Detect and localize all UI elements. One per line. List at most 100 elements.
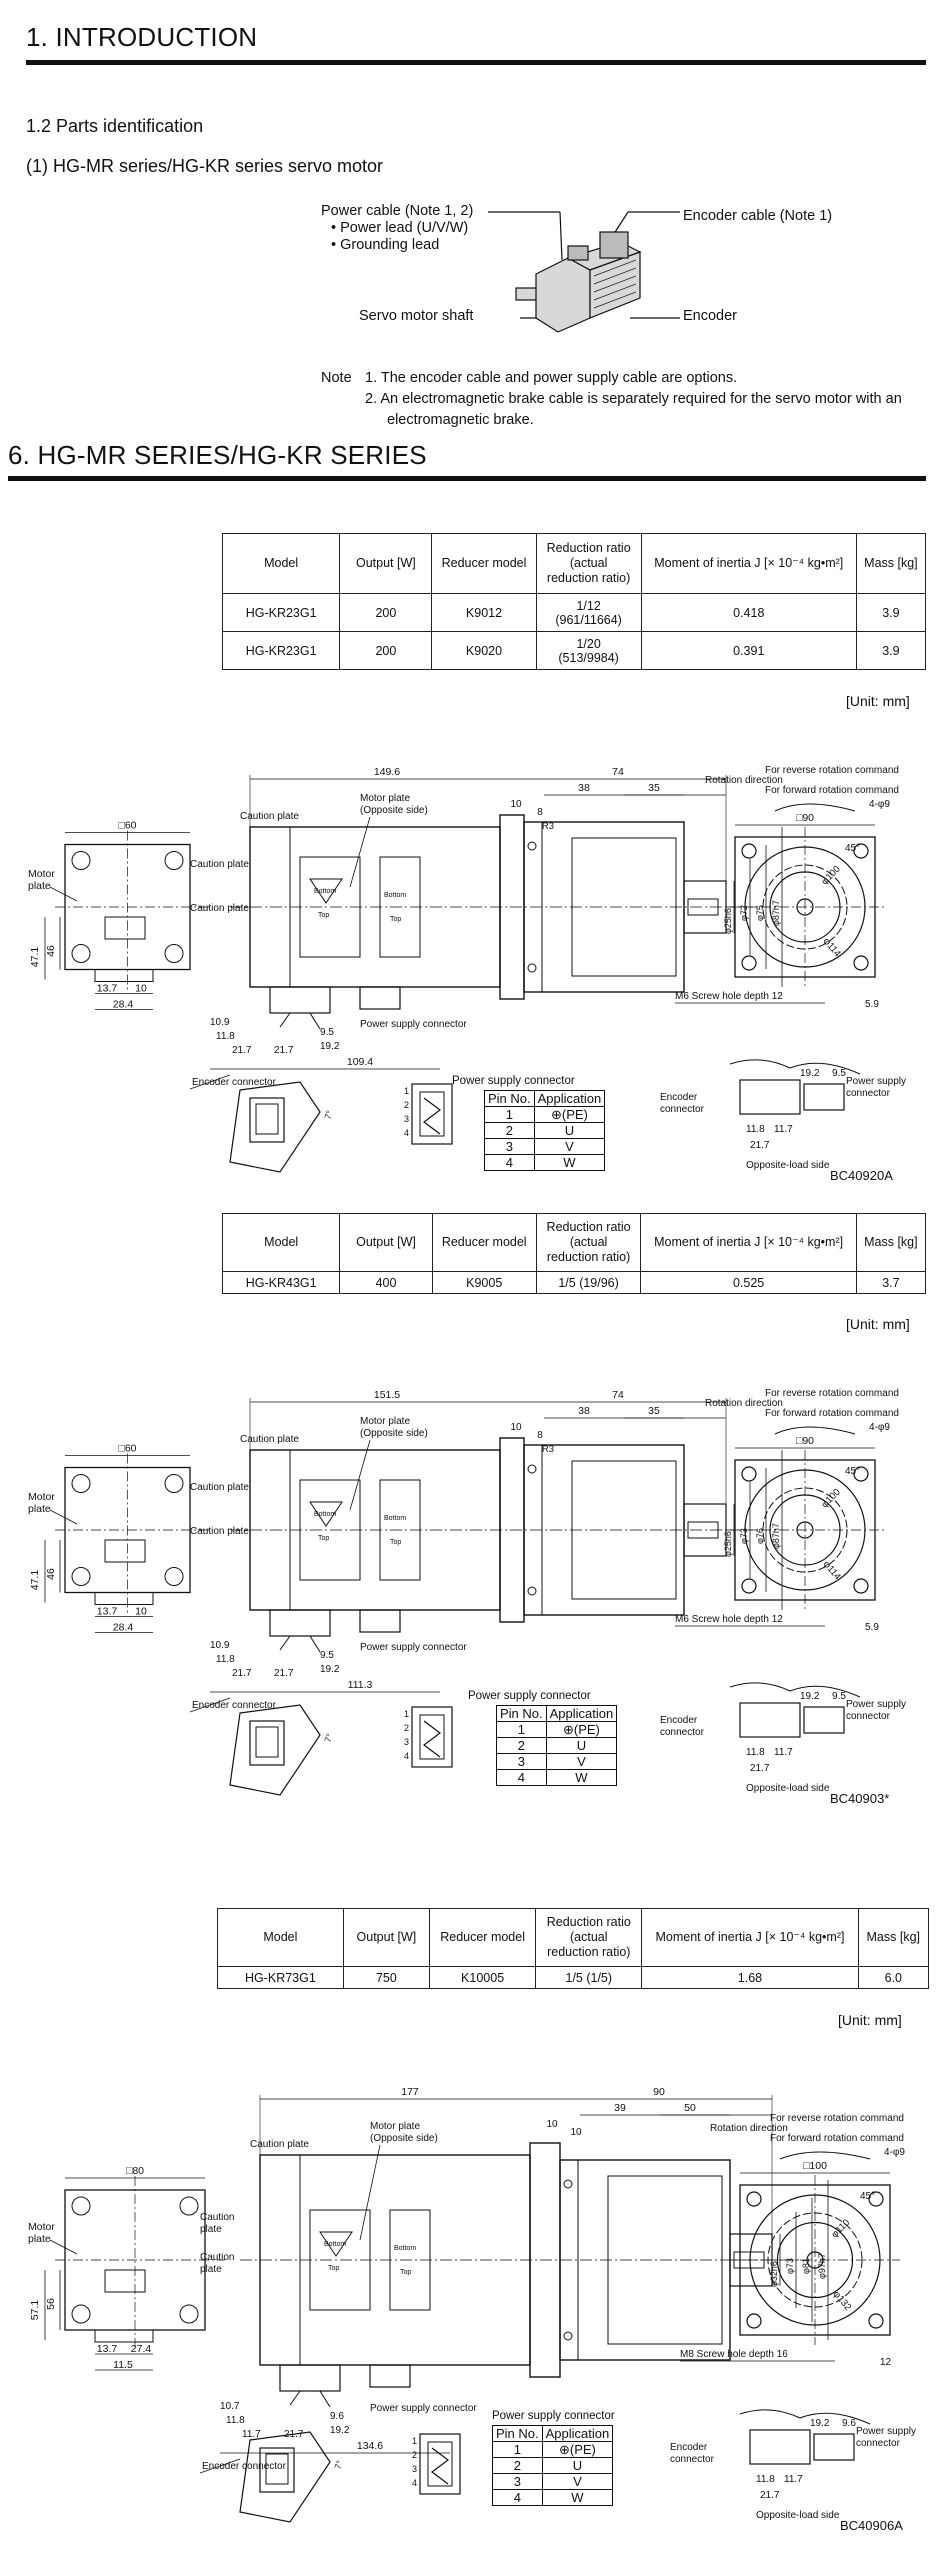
- drawing-outline: [255, 1103, 279, 1135]
- pin-number: 3: [412, 2464, 417, 2474]
- dim-shaft2: φ73: [785, 2258, 795, 2274]
- app-cell: V: [533, 1138, 606, 1155]
- table-row: 1⊕(PE): [496, 1721, 618, 1738]
- label-caution-plate-left2: Caution: [200, 2252, 234, 2263]
- dim-r3: R3: [542, 821, 554, 832]
- dim-117: 11.7: [774, 1747, 793, 1758]
- app-cell: U: [545, 1737, 618, 1754]
- label-caution-plate-left: Caution: [200, 2212, 234, 2223]
- label-encoder: Encoder: [683, 308, 738, 324]
- drawing-line: [279, 1012, 291, 1028]
- drawing-circle: [179, 2196, 199, 2216]
- pin-cell: 3: [484, 1138, 535, 1155]
- encoder-connector-view: [229, 1704, 321, 1796]
- cell-inertia: 0.525: [640, 1271, 857, 1294]
- dim-angle: 45°: [845, 843, 860, 854]
- pin-zigzag: [423, 1097, 441, 1135]
- label-reverse-rotation: For reverse rotation command: [765, 1388, 899, 1399]
- pin-number: 3: [404, 1114, 409, 1124]
- drawing-circle: [746, 2191, 762, 2207]
- cell-model: HG-KR23G1: [221, 593, 341, 632]
- label-motor-plate: plate: [28, 1503, 51, 1515]
- pin-number: 1: [412, 2436, 417, 2446]
- label-bottom: Bottom: [384, 892, 406, 899]
- pin-cell: 4: [484, 1154, 535, 1171]
- dim-holes: 4-φ9: [869, 799, 890, 810]
- dim-95: 9.5: [320, 1027, 334, 1038]
- drawing-circle: [868, 2191, 884, 2207]
- label-power-supply: Power supply: [846, 1699, 906, 1710]
- label-encoder-connector: Encoder connector: [202, 2461, 287, 2472]
- pin-number: 2: [404, 1100, 409, 1110]
- dim-body-length: 134.6: [357, 2440, 383, 2452]
- label-power-supply-connector: Power supply connector: [360, 1019, 467, 1030]
- table-row: HG-KR23G1 200 K9020 1/20(513/9984) 0.391…: [221, 631, 927, 670]
- label-forward-rotation: For forward rotation command: [765, 1408, 899, 1419]
- dim-117: 11.7: [784, 2474, 803, 2485]
- dim-body-length: 109.4: [347, 1056, 373, 1068]
- drawing-circle: [164, 944, 184, 963]
- label-screw-hole: M6 Screw hole depth 12: [675, 991, 783, 1002]
- drawing-circle: [71, 851, 91, 870]
- dim-height2: 46: [45, 1568, 57, 1580]
- table-row: 1⊕(PE): [484, 1106, 606, 1123]
- drawing-circle: [746, 2313, 762, 2329]
- label-bottom: Bottom: [384, 1515, 406, 1522]
- encoder-connector-view: [239, 2431, 331, 2523]
- table-row: 1⊕(PE): [492, 2441, 614, 2458]
- section-title-hg-mr: 6. HG-MR SERIES/HG-KR SERIES: [8, 440, 427, 470]
- caution-triangle: [309, 1501, 343, 1527]
- dim-38: 39: [614, 2102, 626, 2114]
- label-power-supply-connector: Power supply connector: [370, 2403, 477, 2414]
- label-caution-plate: Caution plate: [240, 811, 299, 822]
- app-cell: V: [541, 2473, 614, 2490]
- label-top: Top: [400, 2269, 411, 2276]
- dim-217c: 21.7: [760, 2490, 780, 2501]
- label-motor-plate: Motor: [28, 868, 55, 880]
- label-top: Top: [318, 912, 329, 919]
- drawing-outline: [104, 916, 146, 940]
- dim-overall: 177: [401, 2086, 419, 2098]
- drawing-outline: [259, 2447, 295, 2493]
- dim-angle-7: 7°: [322, 1109, 334, 1121]
- dim-shaft4: φ87h7: [771, 900, 781, 926]
- dim-r3: R3: [542, 1444, 554, 1455]
- cell-reducer: K9020: [431, 631, 537, 670]
- label-caution-plate-left: Caution plate: [190, 1482, 249, 1493]
- pin-cell: 3: [492, 2473, 543, 2490]
- drawing-code: BC40903*: [830, 1791, 889, 1806]
- drawing-circle: [71, 2196, 91, 2216]
- dim-holes: 4-φ9: [869, 1422, 890, 1433]
- label-power-supply: Power supply: [846, 1076, 906, 1087]
- col-mass: Mass [kg]: [857, 1908, 930, 1967]
- label-opposite-side: (Opposite side): [370, 2133, 438, 2144]
- caution-triangle: [319, 2231, 353, 2257]
- dim-height: 47.1: [29, 1570, 41, 1591]
- dim-118: 11.8: [216, 1654, 235, 1665]
- drawing-circle: [853, 955, 869, 971]
- pin-number: 2: [404, 1723, 409, 1733]
- col-ratio-line1: Reduction ratio: [546, 1220, 631, 1234]
- cell-mass: 3.7: [855, 1271, 927, 1294]
- label-power-supply2: connector: [846, 1088, 891, 1099]
- col-mass: Mass [kg]: [855, 533, 927, 594]
- dim-pcd: φ110: [829, 2217, 852, 2240]
- col-ratio-line2: (actual: [569, 1235, 608, 1249]
- dim-284: 28.4: [113, 999, 134, 1011]
- pin-cell: 3: [496, 1753, 547, 1770]
- dim-217: 21.7: [232, 1045, 252, 1056]
- dim-8: 10: [570, 2127, 582, 2138]
- note-2a: 2. An electromagnetic brake cable is sep…: [365, 391, 902, 407]
- label-power-supply: Power supply: [856, 2426, 916, 2437]
- rotation-arrow: [774, 1426, 856, 1435]
- dim-192: 19.2: [320, 1041, 340, 1052]
- spec-table-hg-kr23g1: Model Output [W] Reducer model Reduction…: [221, 533, 927, 670]
- dim-square-left: □60: [118, 1443, 136, 1455]
- label-bottom: Bottom: [324, 2241, 346, 2248]
- cell-mass: 3.9: [855, 593, 927, 632]
